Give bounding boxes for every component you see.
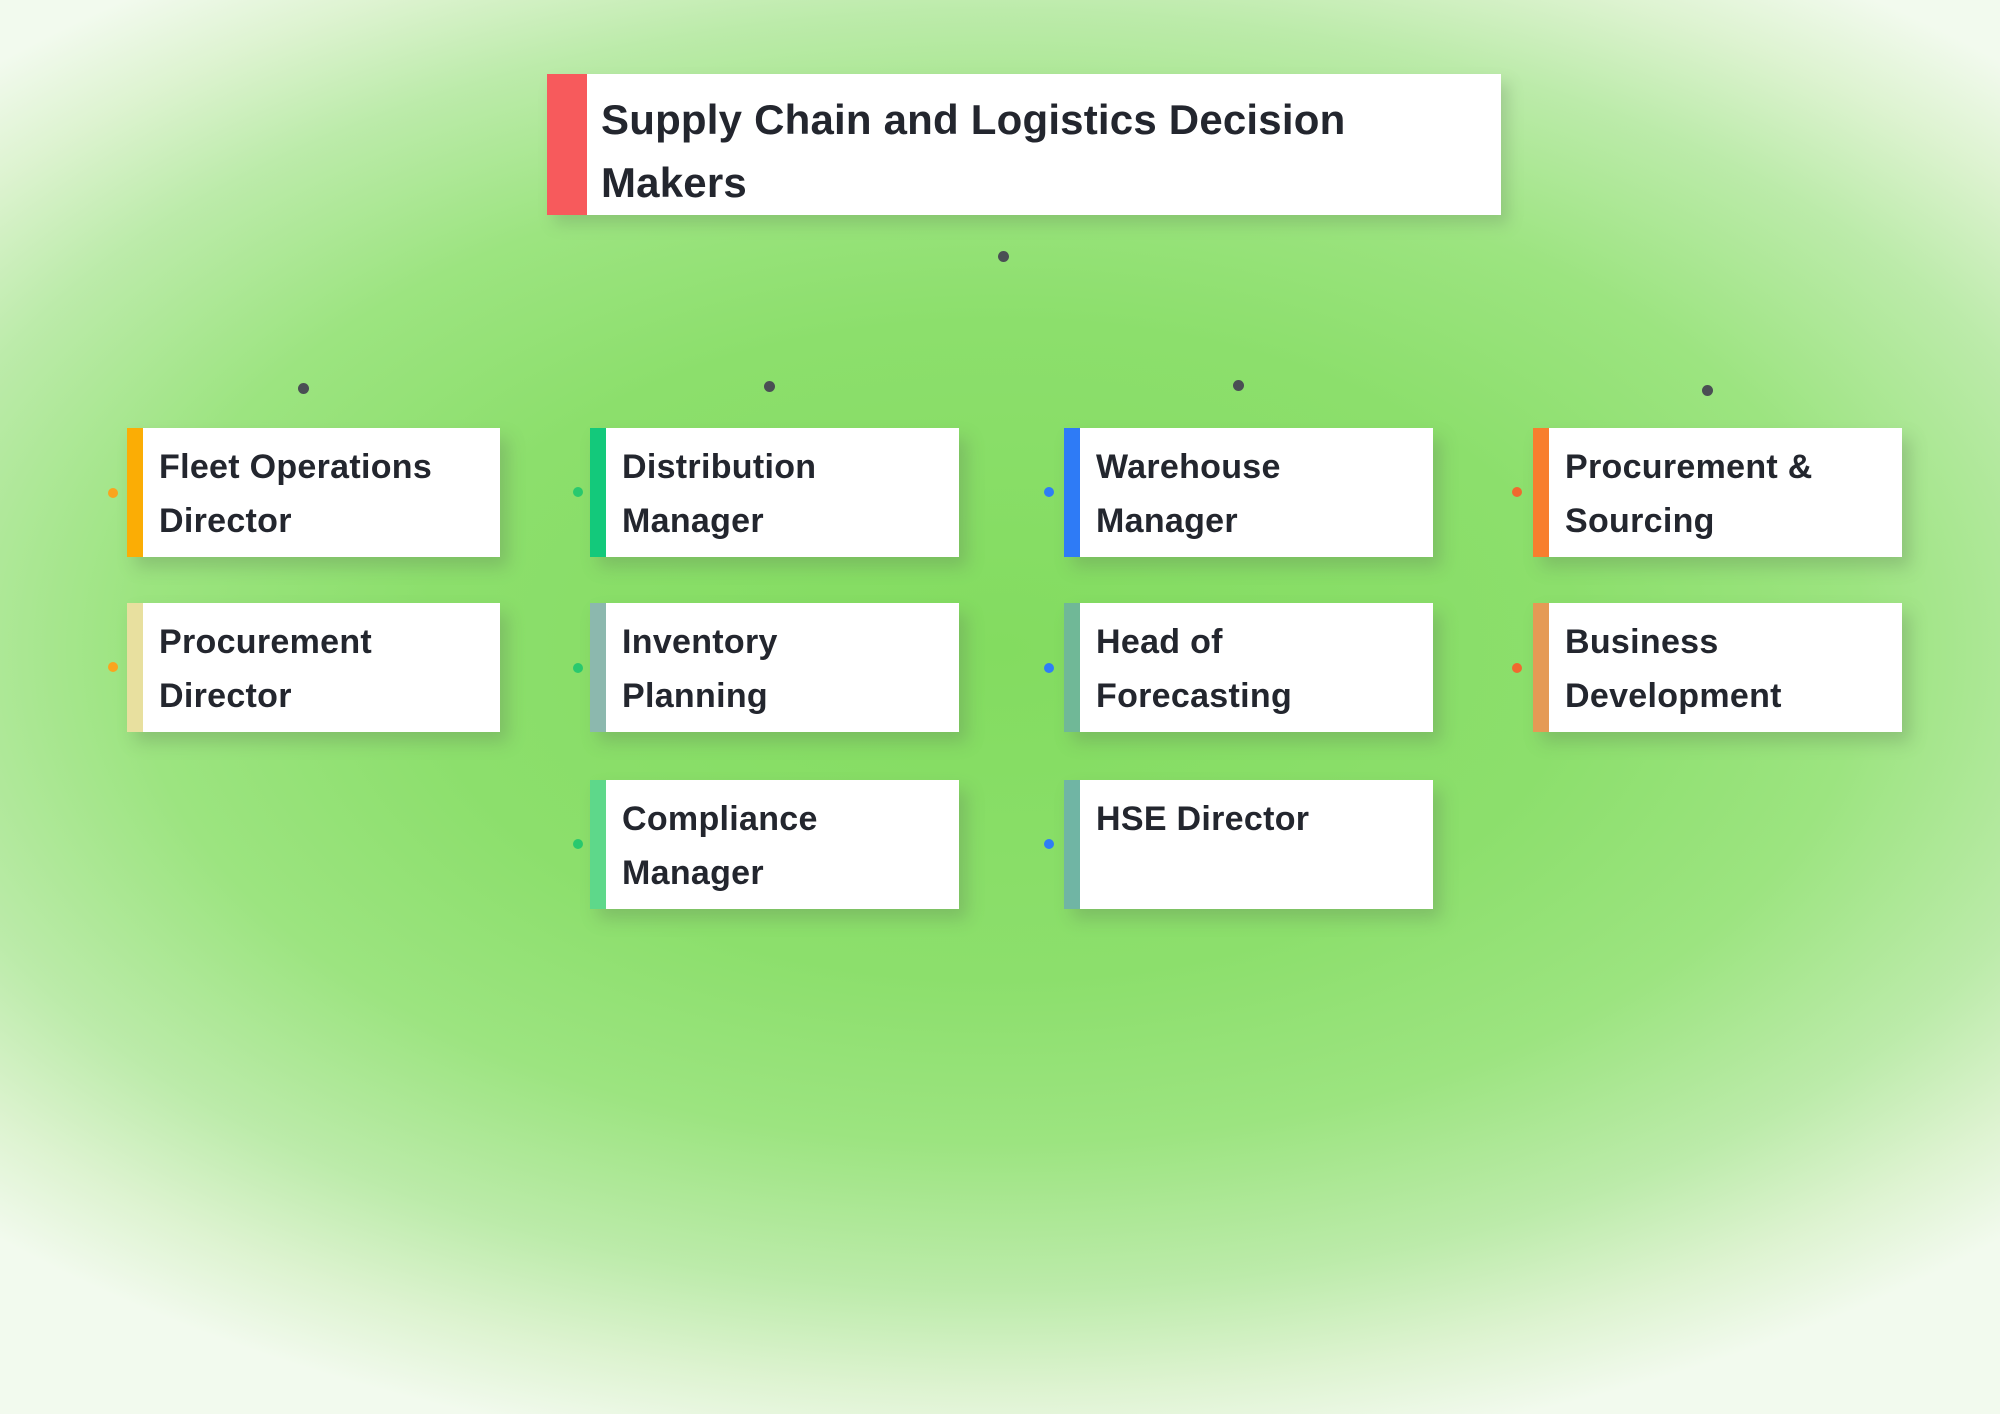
org-box: Warehouse Manager	[1064, 428, 1433, 557]
bracket-stub-col3-2	[1017, 667, 1044, 670]
bracket-line-col3	[1016, 492, 1019, 857]
bracket-stub-col4-1	[1477, 491, 1512, 494]
org-box-accent-bar	[1064, 603, 1080, 732]
org-box-label: Fleet Operations Director	[159, 448, 433, 540]
title-box: Supply Chain and Logistics Decision Make…	[547, 74, 1501, 215]
org-box: Inventory Planning	[590, 603, 959, 732]
bracket-dot-col3-1	[1044, 487, 1054, 497]
org-box: Fleet Operations Director	[127, 428, 500, 557]
bracket-dot-col3-2	[1044, 663, 1054, 673]
bracket-stub-col1-2	[82, 666, 108, 669]
title-accent-bar	[547, 74, 587, 215]
org-box-label: Inventory Planning	[622, 623, 778, 715]
org-box-accent-bar	[590, 603, 606, 732]
tree-root-dot	[997, 250, 1009, 262]
tree-drop-line-4	[1706, 336, 1709, 385]
bracket-dot-col2-2	[573, 663, 583, 673]
bracket-line-col4	[1476, 366, 1479, 713]
bracket-stub-col4-2	[1477, 667, 1512, 670]
org-box: Procurement & Sourcing	[1533, 428, 1902, 557]
org-box: Business Development	[1533, 603, 1902, 732]
tree-drop-line-1	[302, 336, 305, 383]
org-box-accent-bar	[1064, 428, 1080, 557]
org-box-label: Warehouse Manager	[1096, 448, 1281, 540]
bracket-stub-col2-1	[550, 491, 573, 494]
org-box-label: Procurement Director	[159, 623, 373, 715]
bracket-line-col1	[81, 493, 84, 667]
bracket-stub-col3-3	[1017, 843, 1044, 846]
bracket-dot-col2-3	[573, 839, 583, 849]
bracket-dot-col2-1	[573, 487, 583, 497]
org-box-accent-bar	[1064, 780, 1080, 909]
org-box: Head of Forecasting	[1064, 603, 1433, 732]
org-box: Compliance Manager	[590, 780, 959, 909]
bracket-dot-col4-1	[1512, 487, 1522, 497]
org-box-label: HSE Director	[1096, 800, 1310, 838]
org-box: Distribution Manager	[590, 428, 959, 557]
bracket-dot-col1-2	[108, 662, 118, 672]
diagram-title: Supply Chain and Logistics Decision Make…	[601, 96, 1346, 206]
org-box-label: Compliance Manager	[622, 800, 818, 892]
org-box-accent-bar	[127, 603, 143, 732]
org-box-accent-bar	[1533, 603, 1549, 732]
org-box-accent-bar	[1533, 428, 1549, 557]
tree-drop-dot-3	[1232, 379, 1244, 391]
bracket-dot-col3-3	[1044, 839, 1054, 849]
bracket-stub-col2-2	[550, 667, 573, 670]
bracket-stub-col2-3	[550, 843, 573, 846]
tree-horizontal-line	[303, 335, 1707, 338]
tree-drop-line-3	[1237, 336, 1240, 380]
bracket-stub-col3-1	[1017, 491, 1044, 494]
tree-drop-dot-2	[763, 380, 775, 392]
org-box: Procurement Director	[127, 603, 500, 732]
bracket-dot-col4-2	[1512, 663, 1522, 673]
org-box: HSE Director	[1064, 780, 1433, 909]
org-box-label: Procurement & Sourcing	[1565, 448, 1813, 540]
org-box-label: Head of Forecasting	[1096, 623, 1293, 715]
org-box-accent-bar	[127, 428, 143, 557]
org-box-accent-bar	[590, 780, 606, 909]
bracket-dot-col1-1	[108, 488, 118, 498]
org-box-label: Distribution Manager	[622, 448, 817, 540]
tree-drop-dot-4	[1701, 384, 1713, 396]
bracket-stub-col1-1	[82, 492, 108, 495]
org-box-label: Business Development	[1565, 623, 1782, 715]
tree-drop-dot-1	[297, 382, 309, 394]
org-box-accent-bar	[590, 428, 606, 557]
tree-drop-line-2	[768, 336, 771, 381]
tree-root-line	[1002, 256, 1005, 336]
